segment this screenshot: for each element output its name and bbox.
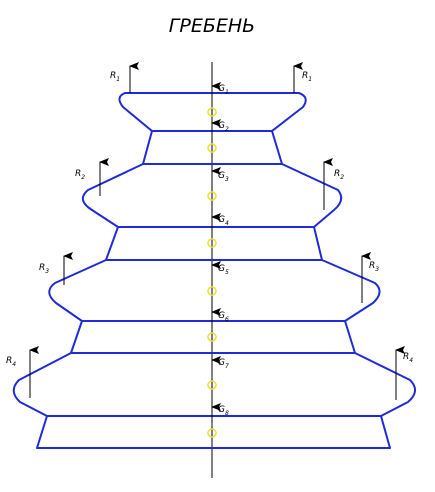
label-r3-right: R3 [369, 261, 379, 273]
centroid-g3 [207, 191, 217, 201]
centroid-g8 [207, 428, 217, 438]
label-g4: G4 [218, 215, 229, 227]
label-g6: G6 [218, 311, 229, 323]
label-r4-right: R4 [403, 352, 413, 364]
tier-5-shape [48, 259, 381, 322]
reaction-arrows [29, 62, 405, 400]
label-r1-left: R1 [110, 71, 120, 83]
crest-outline [12, 92, 416, 449]
label-g3: G3 [218, 171, 229, 183]
label-g7: G7 [218, 358, 229, 370]
label-r4-left: R4 [6, 356, 16, 368]
reaction-labels: R1 R1 R2 R2 R3 R3 R4 R4 [6, 71, 413, 368]
label-g5: G5 [218, 264, 229, 276]
diagram-title: ГРЕБЕНЬ [169, 15, 255, 37]
centroid-g5 [207, 286, 217, 296]
tier-4-shape [105, 226, 323, 261]
label-g2: G2 [218, 121, 229, 133]
label-r2-right: R2 [334, 169, 344, 181]
label-r1-right: R1 [302, 71, 312, 83]
centroid-g4 [207, 238, 217, 248]
tier-6-shape [70, 320, 356, 354]
centroid-g7 [207, 380, 217, 390]
label-r3-left: R3 [39, 263, 49, 275]
tier-8-shape [36, 415, 391, 449]
tier-7-shape [12, 352, 416, 417]
centroid-g2 [207, 143, 217, 153]
centroid-markers [207, 107, 217, 438]
label-g8: G8 [218, 405, 229, 417]
centroid-g1 [207, 107, 217, 117]
label-r2-left: R2 [75, 169, 85, 181]
tier-1-shape [118, 92, 307, 132]
label-g1: G1 [218, 84, 229, 96]
weight-labels: G1 G2 G3 G4 G5 G6 G7 G8 [218, 84, 229, 417]
centroid-g6 [207, 332, 217, 342]
